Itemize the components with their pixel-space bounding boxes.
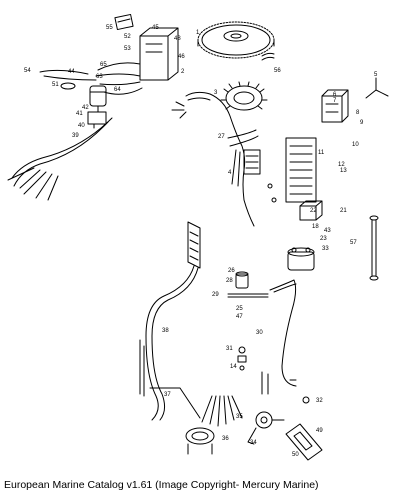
callout-12: 12 [338,162,345,168]
callout-6: 6 [333,92,337,98]
callout-42: 42 [82,105,89,111]
callout-28: 28 [226,278,233,284]
callout-50: 50 [292,452,299,458]
callout-52: 52 [124,34,131,40]
callout-14: 14 [230,364,237,370]
callout-57: 57 [350,240,357,246]
callout-3: 3 [214,90,218,96]
callout-55: 55 [106,25,113,31]
callout-8: 8 [356,110,360,116]
stator-assembly [220,81,268,111]
callout-63: 63 [96,74,103,80]
callout-1: 1 [196,30,200,36]
terminal-panel [285,137,317,203]
lead-wire-bundle [201,395,243,427]
relay [299,200,323,221]
callout-39: 39 [72,133,79,139]
warning-horn [185,427,215,455]
callout-25: 25 [236,306,243,312]
callout-2: 2 [181,69,185,75]
catalog-caption: European Marine Catalog v1.61 (Image Cop… [4,479,319,491]
callout-43: 43 [324,228,331,234]
callout-13: 13 [340,168,347,174]
callout-40: 40 [78,123,85,129]
callout-44: 44 [68,69,75,75]
callout-5: 5 [374,72,378,78]
callout-22: 22 [310,208,317,214]
battery-cable [369,215,379,281]
ground-strap [227,293,269,298]
callout-47: 47 [236,314,243,320]
flywheel [197,21,275,59]
hardware-parts [237,183,310,404]
callout-35: 35 [236,414,243,420]
decal [114,13,134,31]
callout-30: 30 [256,330,263,336]
spark-plug-leads [39,69,97,90]
callout-54: 54 [24,68,31,74]
callout-7: 7 [333,98,337,104]
remote-control-harness [139,221,201,421]
callout-9: 9 [360,120,364,126]
callout-21: 21 [340,208,347,214]
callout-64: 64 [114,87,121,93]
callout-31: 31 [226,346,233,352]
engine-harness [171,91,261,227]
ignition-key-switch [247,411,285,445]
callout-32: 32 [316,398,323,404]
callout-65: 65 [100,62,107,68]
ignition-coil [87,85,107,129]
callout-38: 38 [162,328,169,334]
lower-left-harness [7,117,113,201]
condenser [235,271,249,289]
callout-51: 51 [52,82,59,88]
mounting-plate [285,423,323,461]
callout-10: 10 [352,142,359,148]
callout-45: 45 [152,25,159,31]
callout-37: 37 [164,392,171,398]
switch-box [95,27,179,95]
callout-56: 56 [274,68,281,74]
y-lead [365,77,389,99]
battery-harness [261,279,297,395]
callout-48: 48 [174,36,181,42]
callout-23: 23 [320,236,327,242]
callout-27: 27 [218,134,225,140]
callout-49: 49 [316,428,323,434]
callout-34: 34 [250,440,257,446]
callout-18: 18 [312,224,319,230]
callout-29: 29 [212,292,219,298]
starter-solenoid [287,247,315,271]
callout-labels: 55 45 52 53 1 48 46 54 44 65 51 63 64 42… [24,25,378,458]
callout-26: 26 [228,268,235,274]
wire-clip [261,52,275,61]
callout-4: 4 [228,170,232,176]
rectifier [321,89,349,123]
wiring-exploded-diagram: 55 45 52 53 1 48 46 54 44 65 51 63 64 42… [7,13,389,461]
callout-53: 53 [124,46,131,52]
callout-41: 41 [76,111,83,117]
callout-33: 33 [322,246,329,252]
callout-46: 46 [178,54,185,60]
callout-36: 36 [222,436,229,442]
callout-11: 11 [318,150,325,156]
